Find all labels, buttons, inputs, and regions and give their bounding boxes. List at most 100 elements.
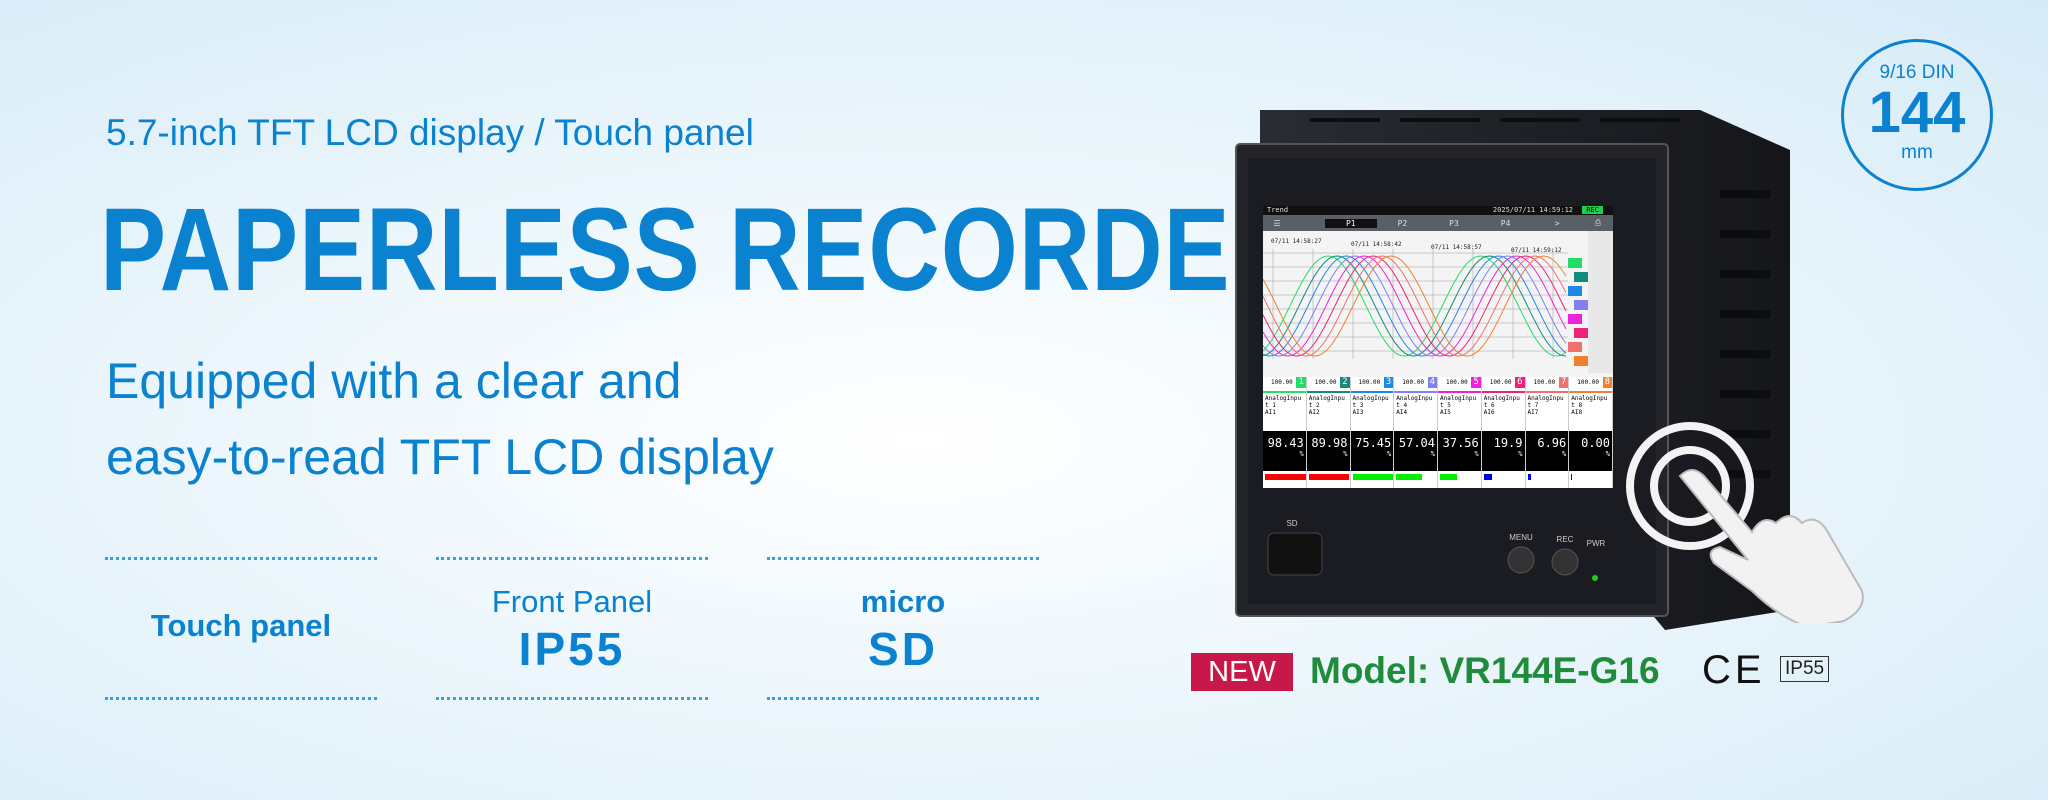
- print-icon[interactable]: ⎙: [1594, 218, 1602, 227]
- channel-number: 3: [1383, 377, 1394, 388]
- channel-bar: [1265, 474, 1306, 480]
- badge-unit: mm: [1901, 142, 1933, 163]
- channel-marker: [1574, 272, 1588, 282]
- screen-tab[interactable]: P1: [1325, 218, 1377, 228]
- page-title: PAPERLESS RECORDER: [100, 184, 1303, 316]
- trend-line-4: [1263, 255, 1567, 357]
- channel-bar: [1440, 474, 1458, 480]
- scale-hi: 100.00: [1402, 379, 1424, 386]
- channel-marker: [1574, 328, 1588, 338]
- feature-touch-panel: Touch panel: [150, 608, 332, 643]
- channel-unit: %: [1299, 450, 1304, 458]
- scale-hi: 100.00: [1446, 379, 1468, 386]
- trend-line-1: [1263, 255, 1567, 357]
- channel-number: 4: [1427, 377, 1437, 388]
- scale-hi: 100.00: [1489, 379, 1512, 386]
- new-badge: NEW: [1191, 653, 1293, 691]
- feature-sd: SD: [868, 623, 938, 675]
- touch-hand-icon: [1626, 422, 1864, 623]
- channel-name: AnalogInput 2: [1308, 395, 1345, 409]
- badge-value: 144: [1868, 80, 1966, 145]
- screen-title: Trend: [1267, 206, 1289, 214]
- ce-mark: CE: [1702, 648, 1766, 692]
- menu-icon[interactable]: ☰: [1273, 218, 1281, 228]
- badge-din: 9/16 DIN: [1879, 62, 1955, 83]
- rec-indicator: REC: [1582, 206, 1603, 214]
- channel-marker: [1568, 342, 1582, 352]
- channel-name: AnalogInput 5: [1440, 395, 1477, 409]
- description-line-2: easy-to-read TFT LCD display: [106, 429, 774, 485]
- channel-marker: [1568, 258, 1582, 268]
- channel-value: 89.98: [1311, 436, 1348, 450]
- channel-number: 7: [1558, 377, 1569, 388]
- ip55-mark: IP55: [1780, 656, 1830, 682]
- description-line-1: Equipped with a clear and: [106, 353, 682, 409]
- model-name: Model: VR144E-G16: [1310, 650, 1660, 691]
- screen-tab[interactable]: P3: [1449, 218, 1459, 228]
- channel-bar: [1527, 474, 1531, 480]
- channel-number: 6: [1515, 377, 1525, 388]
- channel-name: AnalogInput 1: [1265, 395, 1302, 409]
- menu-label: MENU: [1509, 533, 1533, 542]
- channel-tag: AI2: [1308, 409, 1320, 416]
- channel-value: 37.56: [1442, 436, 1479, 450]
- channel-name: AnalogInput 7: [1527, 395, 1564, 409]
- pwr-label: PWR: [1587, 539, 1606, 548]
- channel-name: AnalogInput 3: [1352, 395, 1389, 409]
- timestamp-label: 07/11 14:59:12: [1511, 247, 1562, 254]
- screen-tab[interactable]: P4: [1500, 218, 1511, 228]
- trend-line-7: [1263, 255, 1567, 357]
- channel-bar: [1483, 474, 1493, 480]
- screen-tab[interactable]: >: [1554, 218, 1560, 228]
- feature-micro: micro: [860, 584, 946, 619]
- channel-marker: [1574, 300, 1588, 310]
- channel-marker: [1574, 356, 1588, 366]
- screen-tab[interactable]: P2: [1397, 218, 1408, 228]
- scale-hi: 100.00: [1358, 379, 1381, 386]
- channel-unit: %: [1343, 450, 1348, 458]
- divider: [105, 557, 377, 560]
- din-size-badge: 9/16 DIN 144 mm: [1841, 39, 1993, 191]
- scale-hi: 100.00: [1577, 379, 1599, 386]
- channel-bar: [1352, 474, 1394, 480]
- trend-line-3: [1263, 255, 1567, 357]
- screen-datetime: 2025/07/11 14:59:12: [1492, 206, 1573, 214]
- scale-hi: 100.00: [1271, 379, 1293, 386]
- channel-marker: [1568, 286, 1582, 296]
- channel-number: 1: [1296, 377, 1306, 388]
- channel-bar: [1308, 474, 1350, 480]
- channel-tag: AI6: [1483, 409, 1495, 416]
- channel-bar: [1396, 474, 1422, 480]
- channel-number: 2: [1340, 377, 1350, 388]
- channel-value: 6.96: [1537, 436, 1567, 450]
- rec-label: REC: [1557, 535, 1574, 544]
- sd-slot[interactable]: [1267, 532, 1323, 576]
- channel-value: 19.9: [1493, 436, 1523, 450]
- scale-hi: 100.00: [1314, 379, 1337, 386]
- channel-number: 8: [1602, 377, 1612, 388]
- channel-bar: [1571, 474, 1573, 480]
- channel-name: AnalogInput 4: [1396, 395, 1433, 409]
- channel-unit: %: [1387, 450, 1392, 458]
- channel-unit: %: [1474, 450, 1479, 458]
- channel-name: AnalogInput 8: [1571, 395, 1608, 409]
- menu-button[interactable]: [1507, 546, 1535, 574]
- channel-name: AnalogInput 6: [1483, 395, 1520, 409]
- channel-unit: %: [1562, 450, 1567, 458]
- channel-value: 0.00: [1581, 436, 1610, 450]
- trend-line-6: [1263, 255, 1567, 357]
- trend-line-5: [1263, 255, 1567, 357]
- channel-tag: AI5: [1440, 409, 1451, 416]
- device-screen[interactable]: Trend 2025/07/11 14:59:12 REC ☰ P1 P2 P3 P4…: [1263, 206, 1613, 488]
- channel-value: 57.04: [1398, 436, 1435, 450]
- timestamp-label: 07/11 14:58:27: [1271, 238, 1322, 245]
- rec-button[interactable]: [1551, 548, 1579, 576]
